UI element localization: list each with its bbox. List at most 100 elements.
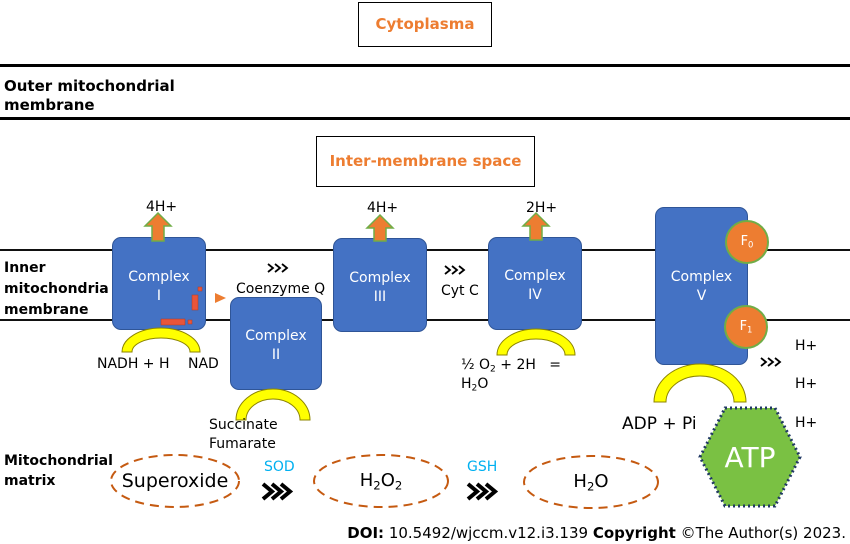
- outer-membrane-label: Outer mitochondrial membrane: [4, 77, 175, 115]
- f0-subunit-label: F0: [733, 233, 761, 251]
- f0-subunit-circle: [725, 220, 769, 264]
- gsh-label: GSH: [467, 459, 498, 475]
- citation-footer: DOI: 10.5492/wjccm.v12.i3.139 Copyright …: [347, 525, 846, 541]
- coq-triple-chevron-icon: [267, 263, 289, 273]
- complex-5-substrate-arch: [653, 363, 747, 403]
- proton-flow-triple-chevron-icon: [760, 357, 782, 367]
- peroxide-o: O: [380, 470, 395, 491]
- complex-4-numeral: IV: [528, 287, 542, 303]
- complex-2-product: Fumarate: [209, 436, 276, 452]
- proton-label-2: H+: [795, 376, 818, 392]
- intermembrane-space-box: Inter-membrane space: [316, 136, 535, 187]
- complex-3-label: Complex: [349, 270, 411, 286]
- coq-chevron-1: [267, 263, 275, 273]
- coenzyme-q-label: Coenzyme Q: [236, 281, 326, 297]
- proton-chevron-3: [774, 357, 782, 367]
- f1-subscript: 1: [747, 324, 753, 335]
- proton-label-3: H+: [795, 415, 818, 431]
- complex-4-substrate-arch: [496, 328, 576, 356]
- gsh-chevron-2: [475, 482, 490, 501]
- complex-4-proton-up-arrow-icon: [521, 211, 551, 241]
- inner-membrane-label-line1: Inner: [4, 260, 46, 276]
- matrix-label-line1: Mitochondrial: [4, 453, 113, 469]
- water-label-h: H: [573, 471, 587, 492]
- matrix-label-line2: matrix: [4, 473, 56, 489]
- complex-3-proton-up-arrow-icon: [365, 213, 395, 242]
- complex-2-label: Complex: [245, 328, 307, 344]
- proton-label-1: H+: [795, 338, 818, 354]
- atp-hexagon: [698, 406, 802, 508]
- proton-chevron-1: [760, 357, 768, 367]
- complex-4-label: Complex: [504, 268, 566, 284]
- complex-1-detail-bar-vertical: [191, 294, 199, 311]
- sod-chevron-1: [261, 482, 276, 501]
- water-h: H: [461, 376, 472, 392]
- gsh-chevron-1: [466, 482, 481, 501]
- cytc-triple-chevron-icon: [444, 265, 466, 275]
- oxygen-subscript: 2: [490, 364, 496, 375]
- coq-chevron-2: [274, 263, 282, 273]
- complex-1-detail-dot-1: [197, 286, 203, 292]
- complex-1-pumped-protons: 4H+: [146, 199, 178, 215]
- doi-value: 10.5492/wjccm.v12.i3.139: [388, 524, 589, 542]
- cytc-chevron-3: [458, 265, 466, 275]
- f1-subunit-circle: [724, 305, 768, 349]
- oxygen-reduction-equation: ½ O2 + 2H =: [461, 357, 561, 375]
- gsh-triple-chevron-icon: [466, 482, 499, 501]
- cytochrome-c-label: Cyt C: [441, 283, 479, 299]
- sod-label: SOD: [264, 459, 295, 475]
- proton-term: + 2H =: [495, 357, 561, 373]
- complex-2-substrate-arch: [235, 388, 311, 421]
- complex-1-detail-dot-2: [187, 319, 193, 325]
- water-subscript: 2: [471, 383, 478, 394]
- f1-letter: F: [739, 319, 748, 334]
- complex-2: Complex II: [230, 297, 322, 390]
- water-label-o: O: [594, 471, 609, 492]
- hydrogen-peroxide-label: H2O2: [313, 469, 449, 493]
- peroxide-subscript-1: 2: [373, 478, 381, 493]
- copyright-value: ©The Author(s) 2023.: [680, 524, 846, 542]
- complex-1-substrate-arch: [121, 327, 201, 353]
- sod-triple-chevron-icon: [261, 482, 294, 501]
- hydrogen-peroxide-ellipse: [313, 454, 449, 508]
- intermembrane-space-label: Inter-membrane space: [329, 152, 522, 170]
- complex-2-substrate: Succinate: [209, 417, 278, 433]
- inner-membrane-label: Inner mitochondria membrane: [4, 258, 109, 321]
- copyright-label: Copyright: [592, 524, 676, 542]
- cytc-chevron-1: [444, 265, 452, 275]
- water-label: H2O: [523, 470, 659, 494]
- outer-membrane-label-line1: Outer mitochondrial: [4, 77, 175, 95]
- outer-membrane-label-line2: membrane: [4, 96, 95, 114]
- proton-chevron-2: [767, 357, 775, 367]
- cytc-chevron-2: [451, 265, 459, 275]
- complex-1-numeral: I: [156, 288, 162, 304]
- complex-5-numeral: V: [696, 288, 707, 304]
- oxygen-reduction-product: H2O: [461, 376, 489, 394]
- atp-label: ATP: [724, 441, 776, 474]
- peroxide-h: H: [359, 470, 374, 491]
- cytoplasma-label: Cytoplasma: [375, 15, 475, 33]
- complex-3-numeral: III: [373, 289, 387, 305]
- f0-letter: F: [740, 234, 749, 249]
- complex-1-label: Complex: [128, 269, 190, 285]
- superoxide-label: Superoxide: [121, 470, 229, 492]
- oxygen-term: ½ O: [461, 357, 491, 373]
- coq-entry-triangle-right-icon: [215, 293, 226, 303]
- coq-chevron-3: [281, 263, 289, 273]
- complex-5-substrate: ADP + Pi: [622, 414, 697, 434]
- complex-3-pumped-protons: 4H+: [367, 200, 399, 216]
- f1-subunit-label: F1: [732, 318, 760, 336]
- gsh-chevron-3: [484, 482, 499, 501]
- complex-5-label: Complex: [670, 269, 733, 285]
- complex-1-substrate: NADH + H: [97, 356, 170, 372]
- inner-membrane-label-line3: membrane: [4, 302, 89, 318]
- f0-subscript: 0: [748, 239, 754, 250]
- superoxide-ellipse: [110, 454, 240, 508]
- water-ellipse: [523, 455, 659, 509]
- water-o: O: [477, 376, 489, 392]
- complex-4-pumped-protons: 2H+: [526, 200, 558, 216]
- complex-1-product: NAD: [188, 356, 219, 372]
- complex-1-proton-up-arrow-icon: [143, 211, 173, 242]
